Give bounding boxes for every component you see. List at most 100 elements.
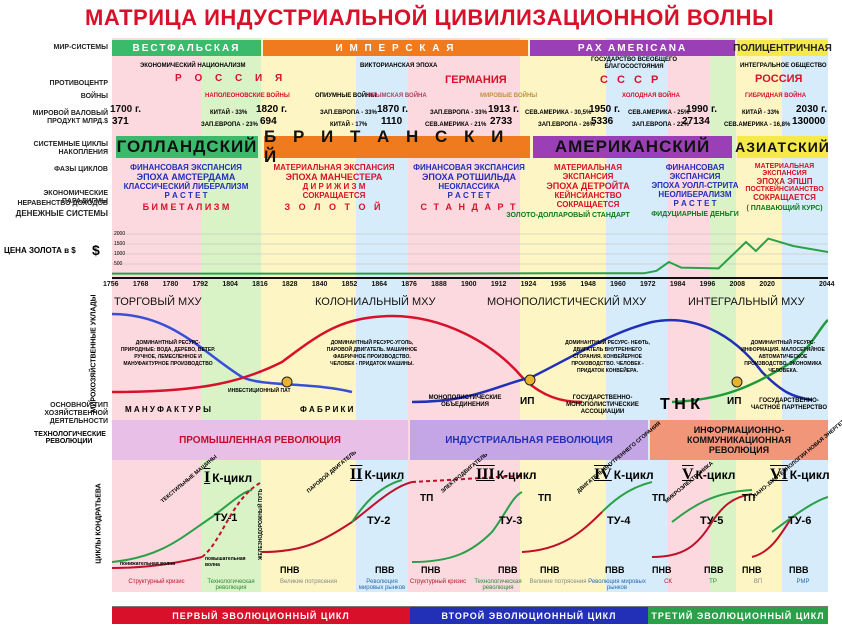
inequality-text: СОКРАЩАЕТСЯ (302, 191, 366, 200)
kcycle-roman: V (682, 466, 694, 483)
year-tick: 1912 (490, 281, 507, 288)
crisis-label: Великие потрясения (280, 579, 337, 585)
crisis-label: Великие потрясения (529, 579, 587, 585)
gdp-china-6: КИТАЙ - 33% (742, 110, 780, 116)
label-counter-center: ПРОТИВОЦЕНТР (49, 80, 108, 87)
accumulation-asian: АЗИАТСКИЙ (735, 136, 829, 158)
label-gdp: МИРОВОЙ ВАЛОВЫЙ ПРОДУКТ МЛРД.$ (32, 110, 108, 125)
crisis-label: ВП (753, 579, 763, 585)
crisis-label: РМР (796, 579, 810, 585)
year-tick: 2044 (819, 281, 835, 288)
kcycle-roman: VI (770, 466, 788, 483)
kcycle-name: К-цикл (613, 468, 654, 482)
phase-text: ФИНАНСОВАЯ ЭКСПАНСИЯ (413, 163, 525, 172)
crisis-label: Структурный кризис (409, 579, 467, 585)
mxu-desc-4: ДОМИНАНТНЫЙ РЕСУРС- ИНФОРМАЦИЯ. МАЛОСЕРИ… (741, 340, 825, 374)
gdp-europe-3: ЗАП.ЕВРОПА - 33% (430, 110, 487, 116)
gdp-america-4: СЕВ.АМЕРИКА - 30,5% (525, 110, 592, 116)
year-tick: 2008 (729, 281, 746, 288)
k4-up-curve (601, 481, 653, 513)
gdp-america-6: СЕВ.АМЕРИКА - 16,8% (724, 122, 791, 128)
kcycle-pnv: ПНВ (421, 565, 441, 575)
monopolistic-mxu-curve (411, 318, 813, 404)
kcycle-name: К-цикл (212, 471, 253, 485)
gdp-europe-2: ЗАП.ЕВРОПА - 33% (320, 110, 377, 116)
year-tick: 1900 (461, 281, 477, 288)
kcycle-tu: ТУ-1 (214, 512, 238, 524)
kondratiev-curves (112, 475, 828, 569)
gdp-year-1950: 1950 г. (589, 104, 620, 115)
mxu-monopol-title: МОНОПОЛИСТИЧЕСКИЙ МХУ (487, 296, 647, 308)
phase-text: МАТЕРИАЛЬНАЯ ЭКСПАНСИЯ (273, 163, 395, 172)
label-activity: ОСНОВНОЙ ТИП ХОЗЯЙСТВЕННОЙ ДЕЯТЕЛЬНОСТИ (44, 402, 108, 425)
money-text: З О Л О Т О Й (284, 202, 384, 212)
kcycle-roman: IV (594, 466, 612, 483)
gold-tick-3: 500 (114, 261, 123, 267)
railway-label: ЖЕЛЕЗНОДОРОЖНЫЙ ПУТЬ (258, 488, 264, 560)
mxu-curves (112, 312, 828, 404)
accumulation-american: АМЕРИКАНСКИЙ (533, 136, 732, 158)
gdp-value-1990: 27134 (682, 116, 710, 127)
kcycle-roman: III (476, 466, 495, 483)
year-tick: 1996 (699, 281, 716, 288)
accumulation-dutch: ГОЛЛАНДСКИЙ (116, 136, 258, 158)
gdp-year-1990: 1990 г. (686, 104, 717, 115)
text-world-wars: МИРОВЫЕ ВОЙНЫ (480, 93, 538, 99)
gdp-value-1913: 2733 (490, 116, 513, 127)
money-text: ФИДУЦИАРНЫЕ ДЕНЬГИ (651, 211, 739, 218)
crisis-label: Революция мировых рынков (358, 579, 406, 591)
activity-manufactures: М А Н У Ф А К Т У Р Ы (125, 405, 211, 414)
mxu-integral-title: ИНТЕГРАЛЬНЫЙ МХУ (688, 296, 805, 308)
investment-stalemate-1 (281, 376, 293, 388)
text-cold-war: ХОЛОДНАЯ ВОЙНА (622, 93, 680, 99)
kcycle-pnv: ПНВ (742, 565, 762, 575)
kcycle-pnv: ПНВ (280, 565, 300, 575)
page-title: МАТРИЦА ИНДУСТРИАЛЬНОЙ ЦИВИЛИЗАЦИОННОЙ В… (85, 5, 775, 30)
gdp-europe-4: ЗАП.ЕВРОПА - 26% (538, 122, 595, 128)
epoch-text: ЭПОХА ДЕТРОЙТА (546, 181, 630, 191)
gdp-america-5: СЕВ.АМЕРИКА - 25% (628, 110, 690, 116)
gold-tick-1: 1500 (114, 241, 126, 247)
year-tick: 1984 (669, 281, 686, 288)
kcycle-name: К-цикл (695, 468, 736, 482)
crisis-label: ТР (709, 579, 717, 585)
year-tick: 1840 (311, 281, 328, 288)
money-text: Б И М Е Т А Л И З М (142, 202, 230, 212)
crisis-label: Структурный кризис (128, 579, 185, 585)
gdp-value-1820: 694 (260, 116, 277, 127)
year-tick: 1804 (222, 281, 238, 288)
year-tick: 1972 (640, 281, 656, 288)
kcycle-tu: ТУ-6 (788, 515, 812, 527)
crisis-label: Революция мировых рынков (588, 579, 646, 591)
evolution-cycle-1: ПЕРВЫЙ ЭВОЛЮЦИОННЫЙ ЦИКЛ (112, 607, 410, 624)
accumulation-british: Б Р И Т А Н С К И Й (264, 127, 530, 166)
text-integral-society: ИНТЕГРАЛЬНОЕ ОБЩЕСТВО (740, 63, 827, 69)
k6-up-curve (771, 496, 828, 533)
phase-text: МАТЕРИАЛЬНАЯ ЭКСПАНСИЯ (754, 163, 815, 177)
k3-down-curve (521, 511, 603, 553)
integral-mxu-curve (671, 318, 828, 404)
year-tick: 1768 (132, 281, 149, 288)
text-hybrid-war: ГИБРИДНАЯ ВОЙНА (745, 93, 807, 99)
kcycle-pvv: ПВВ (375, 565, 395, 575)
mxu-ip-1: ИП (520, 396, 535, 407)
paradigm-text: КЛАССИЧЕСКИЙ ЛИБЕРАЛИЗМ (123, 182, 249, 191)
gdp-america-3: СЕВ.АМЕРИКА - 21% (425, 122, 487, 128)
money-text: С Т А Н Д А Р Т (420, 202, 518, 212)
epoch-text: ЭПОХА АМСТЕРДАМА (136, 172, 236, 182)
activity-state-monopoly: ГОСУДАРСТВЕННО- МОНОПОЛИСТИЧЕСКИЕ АССОЦИ… (566, 395, 639, 415)
label-world-systems: МИР-СИСТЕМЫ (53, 44, 108, 51)
text-welfare: ГОСУДАРСТВО ВСЕОБЩЕГО БЛАГОСОСТОЯНИЯ (590, 57, 678, 70)
dollar-icon: $ (92, 242, 100, 258)
gold-tick-0: 2000 (114, 231, 126, 237)
label-tech-rev: ТЕХНОЛОГИЧЕСКИЕ РЕВОЛЮЦИИ (34, 431, 106, 445)
gdp-europe-1: ЗАП.ЕВРОПА - 23% (201, 122, 258, 128)
gdp-year-1913: 1913 г. (488, 104, 519, 115)
down-wave-label: понижательная волна (120, 561, 176, 567)
inequality-text: Р А С Т Е Т (164, 191, 208, 200)
label-accumulation: СИСТЕМНЫЕ ЦИКЛЫ НАКОПЛЕНИЯ (33, 141, 108, 156)
kcycle-tu: ТУ-2 (367, 515, 391, 527)
inequality-text: Р А С Т Е Т (447, 191, 491, 200)
k4-down-curve (651, 493, 753, 558)
